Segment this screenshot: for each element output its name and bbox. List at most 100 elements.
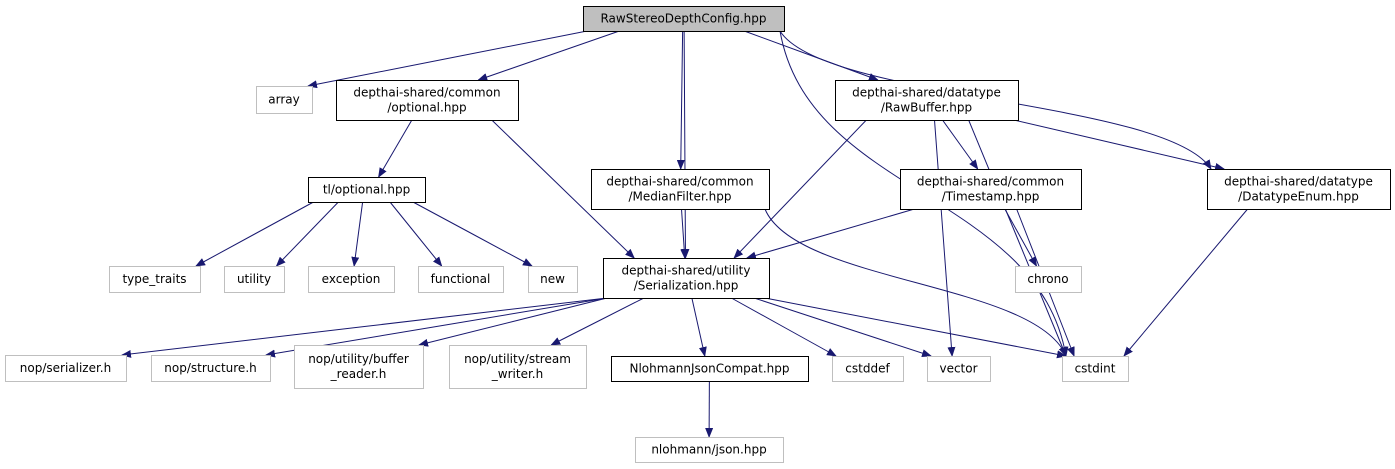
edge-serialization-to-nop_buffer_reader (418, 297, 608, 347)
edge-median_filter-to-serialization (680, 208, 689, 259)
node-label: functional (431, 272, 491, 286)
node-median-filter[interactable]: depthai-shared/common/MedianFilter.hpp (591, 169, 770, 210)
node-label: _writer.h (491, 367, 543, 381)
edge-timestamp-to-serialization (745, 208, 915, 260)
node-label: /MedianFilter.hpp (629, 190, 732, 204)
node-datatype-enum[interactable]: depthai-shared/datatype/DatatypeEnum.hpp (1207, 169, 1391, 210)
edge-raw_buffer-to-vector (934, 119, 956, 357)
node-nop-structure: nop/structure.h (151, 355, 271, 382)
edge-serialization-to-nop_stream_writer (550, 297, 645, 346)
node-nop-buffer-reader: nop/utility/buffer_reader.h (294, 345, 424, 389)
node-label: tl/optional.hpp (323, 183, 410, 197)
node-box (927, 356, 991, 382)
node-label: _reader.h (330, 367, 387, 381)
edge-root-to-optional_common (477, 30, 620, 81)
node-label: depthai-shared/datatype (852, 86, 1001, 100)
node-label: /Serialization.hpp (634, 279, 739, 293)
node-box (109, 266, 201, 293)
edge-median_filter-to-cstdint (764, 208, 1067, 357)
node-label: cstdint (1075, 362, 1116, 376)
node-box (336, 80, 519, 121)
node-box (224, 266, 285, 293)
node-label: depthai-shared/utility (622, 264, 751, 278)
edge-root-to-serialization (681, 30, 690, 259)
node-label: vector (939, 362, 977, 376)
node-nop-serializer: nop/serializer.h (5, 355, 127, 382)
edge-root-to-median_filter (676, 30, 685, 170)
node-label: /DatatypeEnum.hpp (1238, 190, 1359, 204)
node-tl-optional[interactable]: tl/optional.hpp (308, 177, 426, 203)
node-raw-buffer[interactable]: depthai-shared/datatype/RawBuffer.hpp (835, 80, 1019, 121)
node-box (151, 355, 271, 382)
node-label: nop/utility/buffer (308, 352, 409, 366)
node-label: /RawBuffer.hpp (881, 101, 972, 115)
node-box (256, 86, 313, 114)
node-box (449, 345, 587, 389)
node-label: NlohmannJsonCompat.hpp (630, 362, 790, 376)
node-serialization[interactable]: depthai-shared/utility/Serialization.hpp (603, 258, 770, 299)
node-label: type_traits (122, 272, 186, 286)
node-label: depthai-shared/common (606, 175, 753, 189)
node-box (832, 356, 904, 382)
edge-datatype_enum-to-cstdint (1123, 208, 1249, 357)
node-label: /optional.hpp (387, 101, 466, 115)
node-box (603, 258, 770, 299)
node-box (591, 169, 770, 210)
edge-optional_common-to-tl_optional (378, 119, 413, 178)
node-functional: functional (418, 266, 504, 293)
node-label: depthai-shared/datatype (1224, 175, 1373, 189)
edge-tl_optional-to-type_traits (195, 201, 314, 267)
edge-serialization-to-vector (753, 297, 932, 357)
node-box (528, 266, 578, 293)
node-label: nop/serializer.h (20, 361, 111, 375)
node-box (835, 80, 1019, 121)
edge-root-to-raw_buffer (744, 30, 879, 81)
node-label: chrono (1027, 272, 1068, 286)
node-cstddef: cstddef (832, 356, 904, 382)
node-box (5, 355, 127, 382)
node-exception: exception (308, 266, 395, 293)
edge-tl_optional-to-exception (351, 201, 364, 267)
node-nlohmann-compat[interactable]: NlohmannJsonCompat.hpp (611, 356, 809, 382)
node-label: array (268, 93, 299, 107)
edge-raw_buffer-to-serialization (733, 119, 867, 259)
edge-timestamp-to-chrono (1004, 208, 1037, 267)
edge-serialization-to-nlohmann_compat (691, 297, 707, 357)
edge-raw_buffer-to-cstdint (968, 119, 1067, 357)
node-label: utility (237, 272, 271, 286)
node-timestamp[interactable]: depthai-shared/common/Timestamp.hpp (900, 169, 1082, 210)
node-type-traits: type_traits (109, 266, 201, 293)
node-chrono: chrono (1015, 266, 1082, 293)
edge-optional_common-to-serialization (491, 119, 635, 259)
node-box (1207, 169, 1391, 210)
node-optional-common[interactable]: depthai-shared/common/optional.hpp (336, 80, 519, 121)
node-box (1062, 356, 1129, 382)
node-label: /Timestamp.hpp (942, 190, 1040, 204)
node-label: nop/structure.h (164, 361, 256, 375)
node-box (583, 6, 785, 32)
node-label: RawStereoDepthConfig.hpp (600, 12, 766, 26)
node-label: new (540, 272, 565, 286)
node-box (900, 169, 1082, 210)
node-utility: utility (224, 266, 285, 293)
node-label: nlohmann/json.hpp (651, 443, 766, 457)
node-box (635, 437, 784, 463)
node-box (294, 345, 424, 389)
edge-root-to-array (307, 30, 588, 89)
edge-tl_optional-to-utility (275, 201, 339, 267)
node-box (308, 177, 426, 203)
edge-tl_optional-to-functional (389, 201, 443, 267)
node-box (611, 356, 809, 382)
node-label: exception (322, 272, 381, 286)
node-box (308, 266, 395, 293)
node-box (418, 266, 504, 293)
edge-serialization-to-nop_serializer (121, 297, 608, 358)
node-box (1015, 266, 1082, 293)
node-label: depthai-shared/common (917, 175, 1064, 189)
node-nop-stream-writer: nop/utility/stream_writer.h (449, 345, 587, 389)
edge-raw_buffer-to-datatype_enum (1013, 119, 1226, 171)
edge-serialization-to-cstdint (764, 297, 1067, 359)
edge-raw_buffer-to-timestamp (942, 119, 979, 170)
node-new: new (528, 266, 578, 293)
